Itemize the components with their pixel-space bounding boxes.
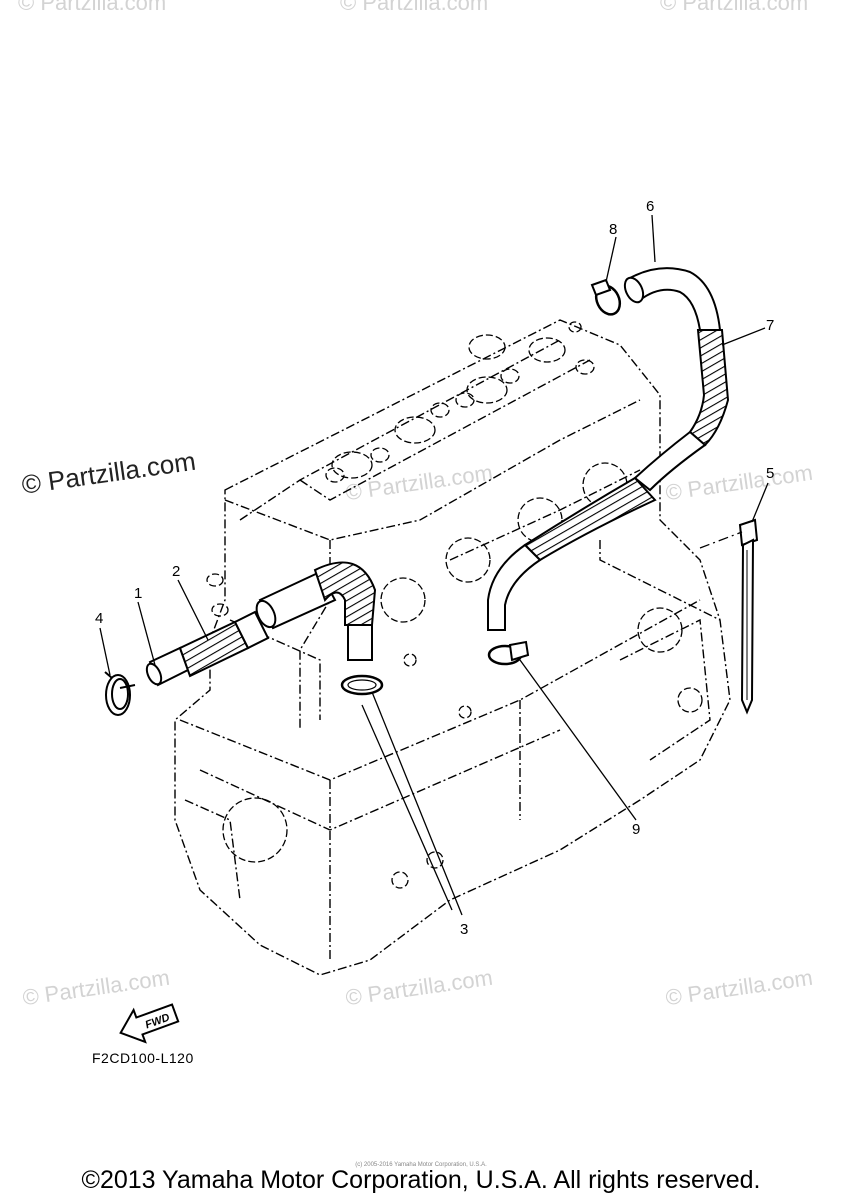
- callout-3: 3: [460, 921, 468, 938]
- leader-lines: [99, 214, 769, 916]
- callout-9: 9: [632, 821, 640, 838]
- callout-6: 6: [646, 198, 654, 215]
- fwd-arrow-icon: FWD: [119, 1003, 180, 1044]
- watermark: © Partzilla.com: [340, 0, 489, 15]
- hose-part-7: [487, 329, 730, 631]
- watermark: © Partzilla.com: [18, 0, 167, 15]
- diagram-code: F2CD100-L120: [92, 1050, 194, 1066]
- clamp-part-9: [487, 640, 530, 666]
- watermark: © Partzilla.com: [660, 0, 809, 15]
- callout-7: 7: [766, 317, 774, 334]
- copyright-notice: ©2013 Yamaha Motor Corporation, U.S.A. A…: [81, 1166, 761, 1194]
- hose-main-bend: [255, 561, 377, 661]
- hose-part-2: [178, 610, 270, 678]
- callout-4: 4: [95, 610, 103, 627]
- o-ring-part-3: [340, 674, 384, 696]
- hose-part-6: [623, 267, 722, 331]
- cable-tie-part-5: [738, 518, 759, 715]
- engine-block-outline: [174, 319, 731, 976]
- callout-8: 8: [609, 221, 617, 238]
- small-copyright: (c) 2005-2016 Yamaha Motor Corporation, …: [355, 1162, 487, 1168]
- clamp-part-8: [590, 278, 622, 316]
- callout-5: 5: [766, 465, 774, 482]
- callout-1: 1: [134, 585, 142, 602]
- clip-part-4: [104, 671, 136, 716]
- callout-2: 2: [172, 563, 180, 580]
- engine-details: [206, 321, 703, 889]
